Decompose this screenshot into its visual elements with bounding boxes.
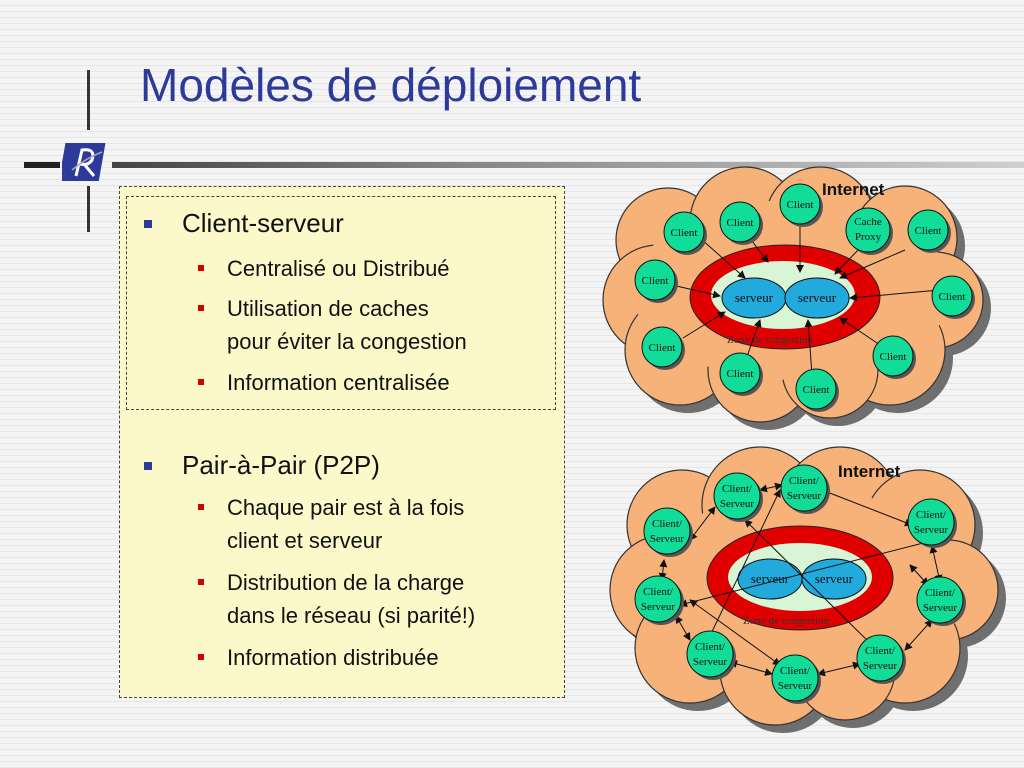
client-nodes: Client Client Client Cache Proxy [634, 183, 975, 412]
slide-title: Modèles de déploiement [140, 59, 642, 111]
peer-node: Client/ Serveur [907, 498, 957, 548]
client-node: Client [641, 326, 685, 370]
server-node [784, 277, 850, 319]
client-node: Client [634, 259, 678, 303]
svg-text:Client: Client [649, 342, 676, 354]
svg-text:Client/: Client/ [925, 587, 956, 599]
peer-node: Client/ Serveur [780, 464, 830, 514]
svg-text:Client/: Client/ [695, 641, 726, 653]
peer-node: Client/ Serveur [916, 576, 966, 626]
zone-label: Zone de congestion [727, 334, 814, 346]
svg-text:Serveur: Serveur [693, 656, 728, 668]
svg-text:Client/: Client/ [916, 509, 947, 521]
text-panel [119, 186, 565, 698]
logo-icon [62, 143, 106, 181]
sub-bullet-text: Information distribuée [227, 645, 439, 670]
bullet-square-icon [144, 462, 152, 470]
horizontal-rule-left [24, 162, 60, 168]
svg-text:Serveur: Serveur [650, 533, 685, 545]
client-node: Client [931, 275, 975, 319]
svg-text:Client: Client [727, 217, 754, 229]
zone-label: Zone de congestion [743, 615, 830, 627]
svg-text:Client/: Client/ [865, 645, 896, 657]
client-server-diagram: Internet Zone de congestion serveur serv… [602, 166, 991, 430]
peer-node: Client/ Serveur [634, 575, 684, 625]
peer-node: Client/ Serveur [856, 634, 906, 684]
svg-text:Client: Client [727, 368, 754, 380]
svg-text:Serveur: Serveur [863, 660, 898, 672]
peer-node: Client/ Serveur [643, 507, 693, 557]
peer-nodes: Client/ Serveur Client/ Serveur Client/ … [634, 464, 966, 704]
sub-bullet-square-icon [198, 265, 204, 271]
bullet-square-icon [144, 220, 152, 228]
client-node: Client [872, 335, 916, 379]
svg-text:Serveur: Serveur [778, 680, 813, 692]
svg-text:Serveur: Serveur [787, 490, 822, 502]
svg-text:Client: Client [803, 384, 830, 396]
peer-node: Client/ Serveur [713, 472, 763, 522]
sub-bullet-text: dans le réseau (si parité!) [227, 603, 476, 628]
client-node: Client [719, 201, 763, 245]
sub-bullet-text: Chaque pair est à la fois [227, 495, 465, 520]
sub-bullet-text: pour éviter la congestion [227, 329, 467, 354]
vertical-rule-top [87, 70, 90, 130]
svg-text:Client/: Client/ [780, 665, 811, 677]
client-node: Client [663, 211, 707, 255]
sub-bullet-text: Information centralisée [227, 370, 450, 395]
server-label: serveur [735, 290, 774, 305]
horizontal-rule-right [112, 162, 1024, 168]
client-node: Client [719, 352, 763, 396]
client-node: Client [907, 209, 951, 253]
sub-bullet-square-icon [198, 654, 204, 660]
bullet-heading: Pair-à-Pair (P2P) [182, 450, 380, 480]
sub-bullet-text: Distribution de la charge [227, 570, 465, 595]
internet-label: Internet [822, 180, 885, 199]
cache-proxy-node: Cache Proxy [845, 207, 893, 255]
svg-text:Client: Client [642, 275, 669, 287]
sub-bullet-text: client et serveur [227, 528, 383, 553]
svg-text:Client: Client [787, 199, 814, 211]
client-node: Client [779, 183, 823, 227]
svg-text:Serveur: Serveur [641, 601, 676, 613]
svg-text:Client: Client [939, 291, 966, 303]
sub-bullet-text: Utilisation de caches [227, 296, 429, 321]
server-label: serveur [798, 290, 837, 305]
peer-arrows [658, 482, 943, 677]
svg-text:Serveur: Serveur [914, 524, 949, 536]
server-label: serveur [815, 571, 854, 586]
client-server-highlight-box [126, 196, 556, 410]
internet-label: Internet [838, 462, 901, 481]
svg-text:Client: Client [671, 227, 698, 239]
svg-text:Proxy: Proxy [855, 231, 882, 243]
sub-bullet-square-icon [198, 379, 204, 385]
svg-text:Serveur: Serveur [923, 602, 958, 614]
svg-text:Client/: Client/ [722, 483, 753, 495]
p2p-diagram: Internet Zone de congestion serveur serv… [609, 446, 1006, 733]
svg-text:Serveur: Serveur [720, 498, 755, 510]
vertical-rule-bottom [87, 186, 90, 232]
svg-text:Client: Client [880, 351, 907, 363]
sub-bullet-square-icon [198, 579, 204, 585]
svg-text:Client: Client [915, 225, 942, 237]
sub-bullet-square-icon [198, 504, 204, 510]
bullet-heading: Client-serveur [182, 208, 344, 238]
peer-node: Client/ Serveur [686, 630, 736, 680]
sub-bullet-text: Centralisé ou Distribué [227, 256, 450, 281]
client-node: Client [795, 368, 839, 412]
svg-text:Cache: Cache [854, 216, 882, 228]
peer-node: Client/ Serveur [771, 654, 821, 704]
sub-bullet-square-icon [198, 305, 204, 311]
svg-text:Client/: Client/ [789, 475, 820, 487]
svg-text:Client/: Client/ [643, 586, 674, 598]
svg-text:Client/: Client/ [652, 518, 683, 530]
